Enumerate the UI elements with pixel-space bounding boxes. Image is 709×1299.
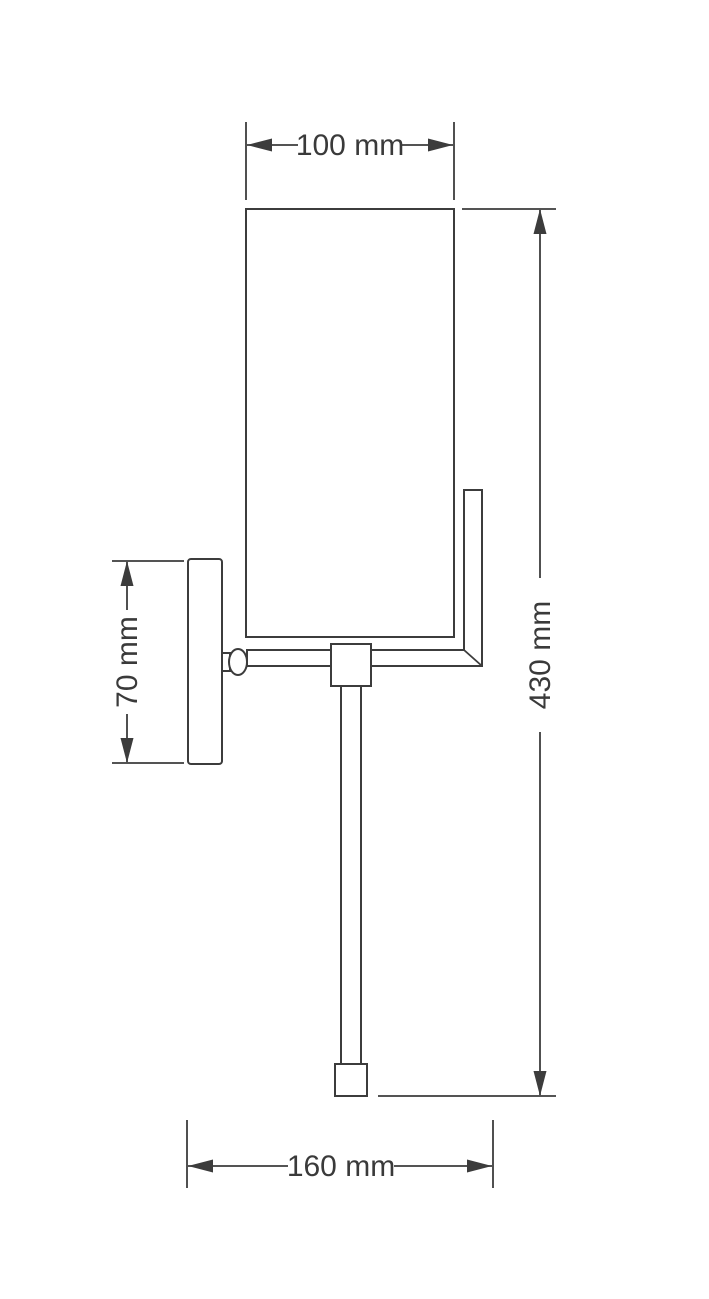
dimension-label-overall-depth: 160 mm: [287, 1150, 395, 1183]
arrow-down-icon: [533, 1071, 547, 1096]
dimension-overall-height: 430 mm: [378, 208, 557, 1097]
dimension-label-overall-height: 430 mm: [524, 601, 557, 709]
dimension-label-backplate-height: 70 mm: [111, 616, 144, 708]
stem-junction-block: [330, 643, 372, 687]
sconce-drawing: [187, 208, 483, 1097]
arm-connector-knuckle: [228, 648, 248, 676]
stem-rod: [340, 685, 362, 1065]
arrow-up-icon: [533, 209, 547, 234]
dimension-shade-width: 100 mm: [245, 122, 455, 200]
arrow-right-icon: [467, 1159, 492, 1173]
arrow-left-icon: [247, 138, 272, 152]
arrow-up-icon: [120, 561, 134, 586]
arrow-down-icon: [120, 738, 134, 763]
dimension-label-shade-width: 100 mm: [296, 129, 404, 162]
dimension-backplate-height: 70 mm: [111, 560, 184, 764]
arrow-left-icon: [188, 1159, 213, 1173]
stem-end-cap: [334, 1063, 368, 1097]
arm-miter-line: [463, 649, 483, 667]
dimension-overall-depth: 160 mm: [186, 1120, 494, 1188]
wall-backplate: [187, 558, 223, 765]
lamp-shade: [245, 208, 455, 638]
arrow-right-icon: [428, 138, 453, 152]
